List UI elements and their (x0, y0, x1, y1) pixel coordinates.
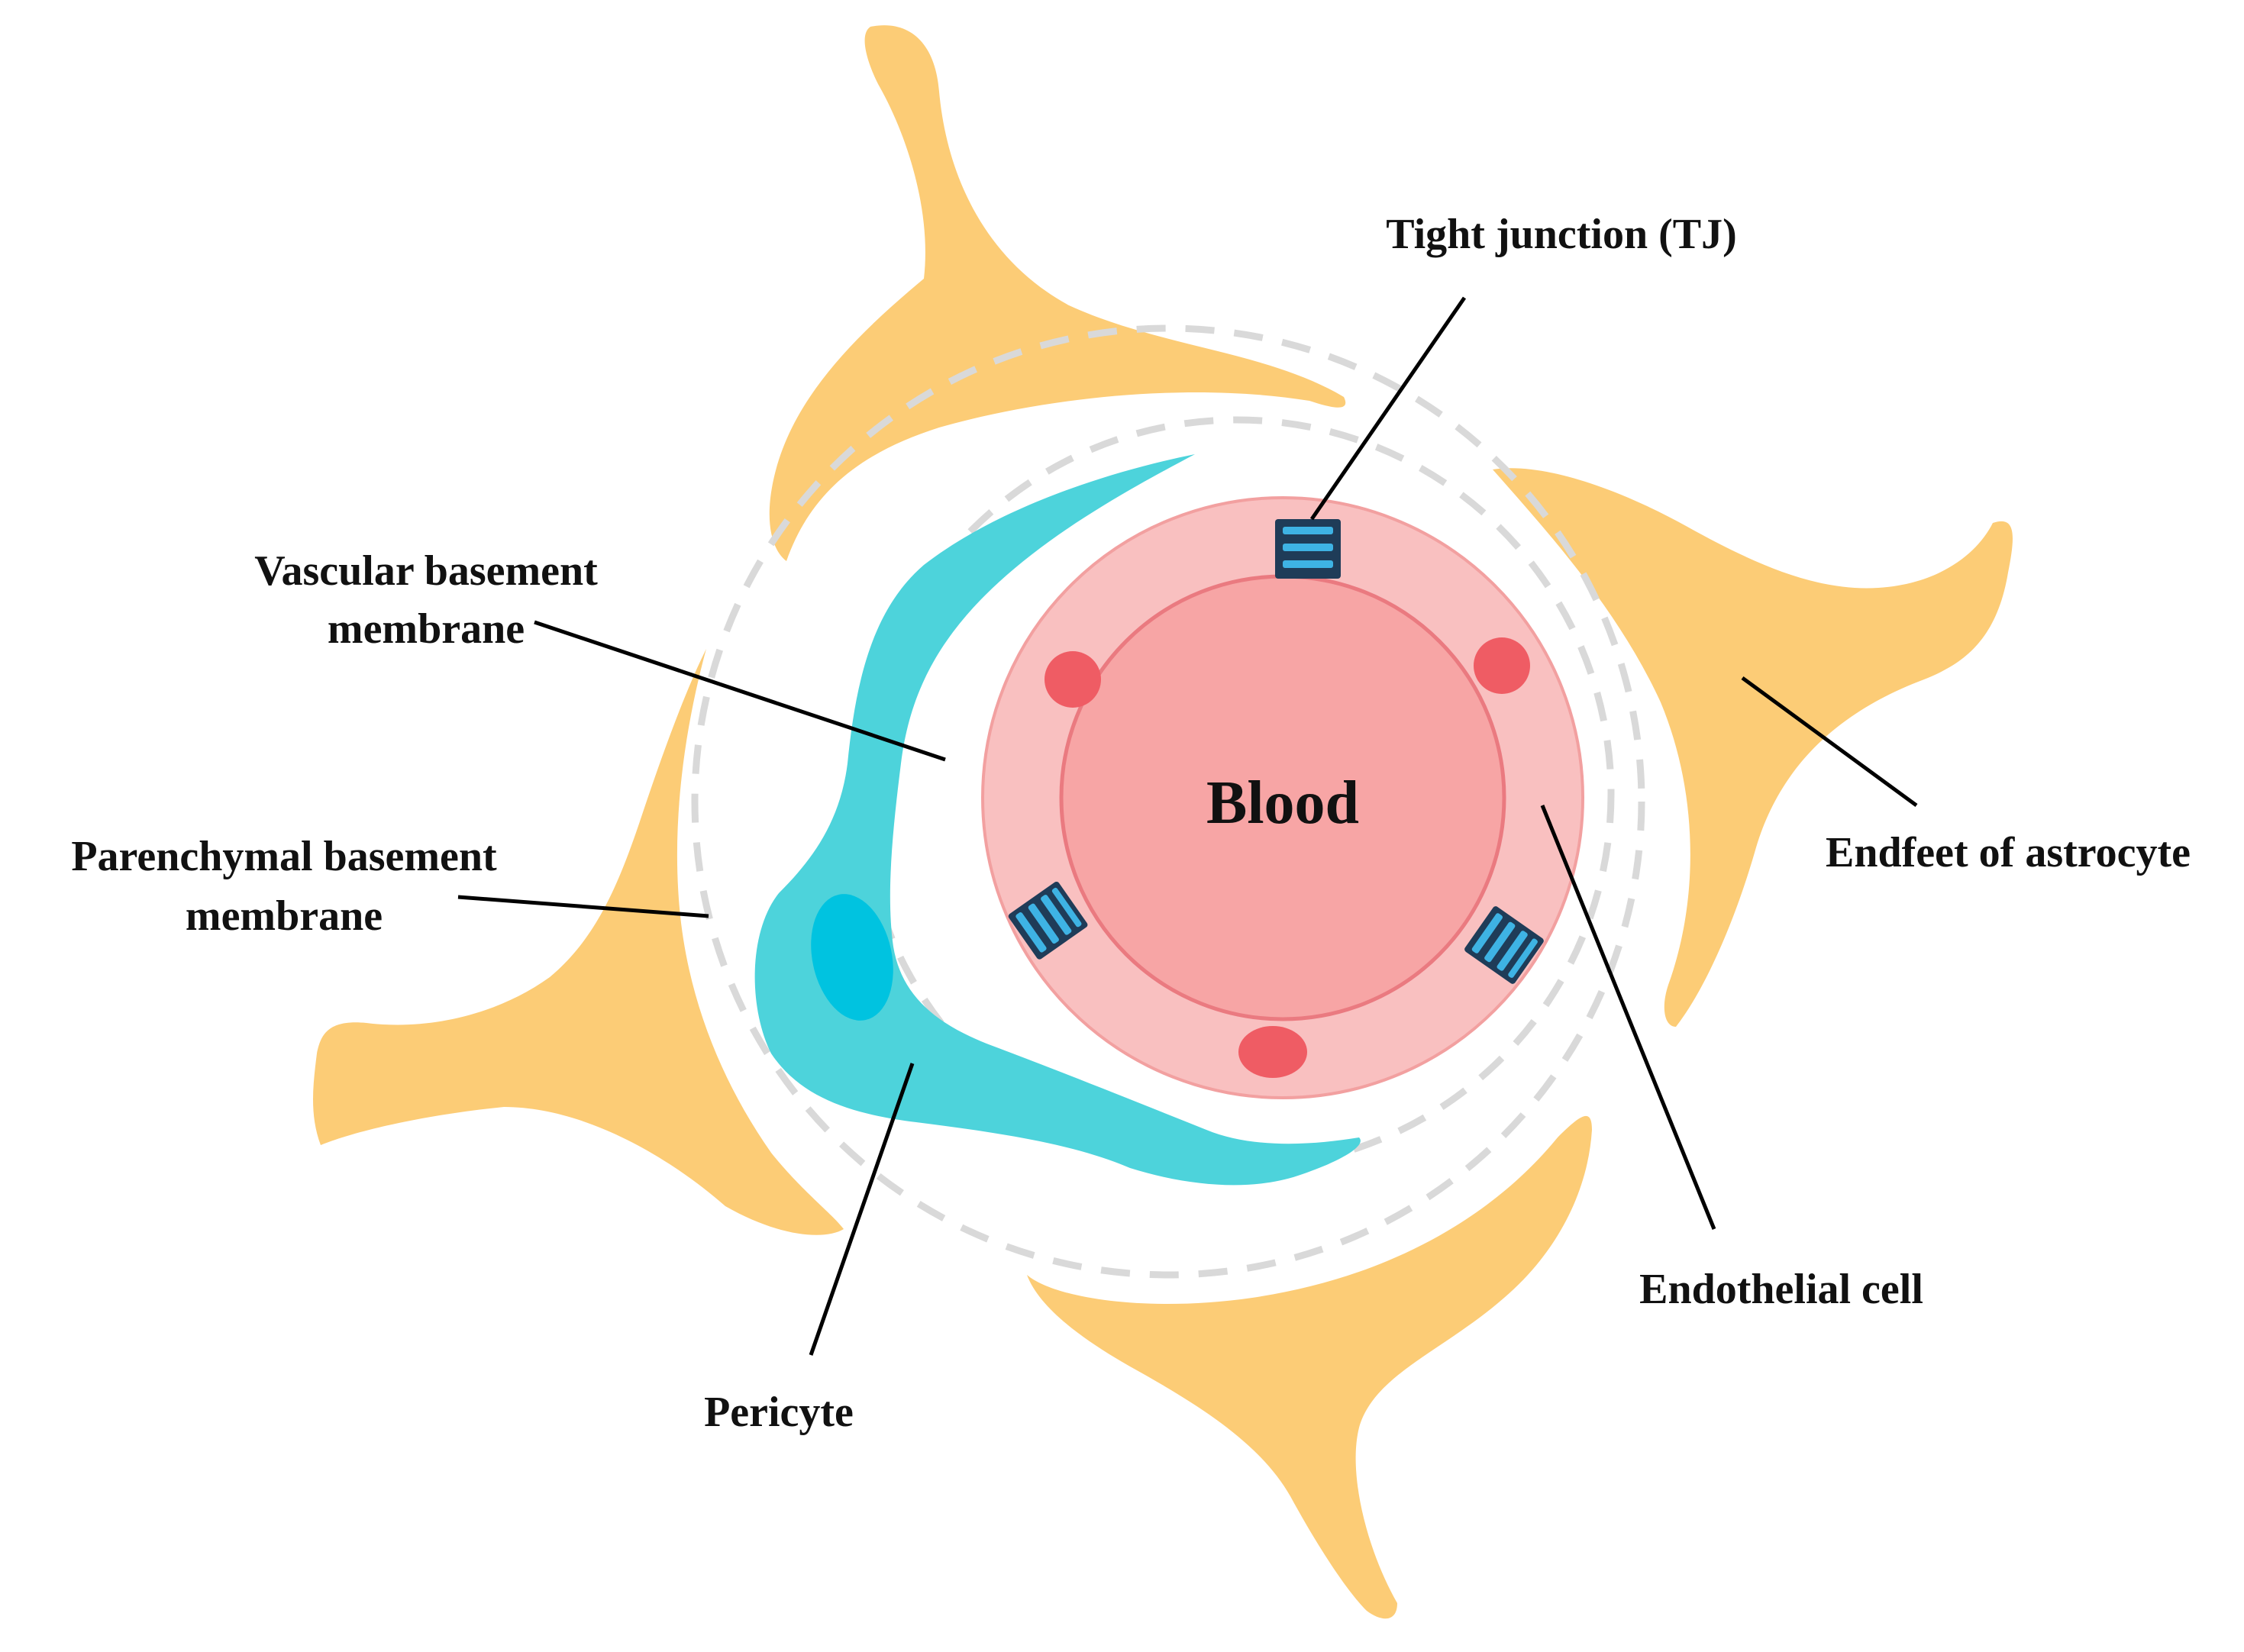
label-vascular-bm-line1: Vascular basement (254, 547, 598, 595)
astrocyte-endfeet (313, 25, 2013, 1619)
astrocyte-endfoot-top (769, 25, 1346, 562)
endothelial-nucleus (1238, 1026, 1307, 1078)
leader-parenchymal-bm (457, 895, 709, 918)
labels: Blood Tight junction (TJ) Vascular basem… (71, 211, 2191, 1436)
endothelial-nucleus (1474, 637, 1530, 694)
leader-endfeet (1741, 676, 1918, 808)
leader-tight-junction (1309, 296, 1467, 521)
endothelial-nucleus (1045, 651, 1101, 708)
label-pericyte: Pericyte (704, 1389, 854, 1436)
tight-junction-right (1464, 906, 1544, 984)
pericyte-body (754, 454, 1361, 1186)
leader-vascular-bm (534, 620, 946, 762)
tight-junction-top (1275, 519, 1341, 579)
label-vascular-bm-line2: membrane (328, 605, 525, 653)
tight-junction-left (1008, 881, 1088, 960)
endothelium (981, 496, 1584, 1099)
label-blood: Blood (1206, 770, 1359, 837)
leader-endothelial (1540, 805, 1716, 1230)
label-endfeet: Endfeet of astrocyte (1826, 829, 2191, 876)
astrocyte-endfoot-left (313, 649, 844, 1235)
label-tight-junction: Tight junction (TJ) (1386, 211, 1736, 258)
label-parenchymal-bm-line1: Parenchymal basement (71, 833, 497, 880)
astrocyte-endfoot-bottom (1027, 1115, 1592, 1619)
pericyte-nucleus (811, 894, 893, 1021)
pericyte (754, 454, 1361, 1186)
astrocyte-endfoot-right (1493, 468, 2013, 1027)
label-endothelial: Endothelial cell (1639, 1266, 1923, 1313)
parenchymal-basement-membrane (691, 324, 1645, 1279)
leader-pericyte (809, 1063, 915, 1356)
leader-lines (457, 296, 1918, 1356)
label-parenchymal-bm-line2: membrane (186, 892, 383, 940)
